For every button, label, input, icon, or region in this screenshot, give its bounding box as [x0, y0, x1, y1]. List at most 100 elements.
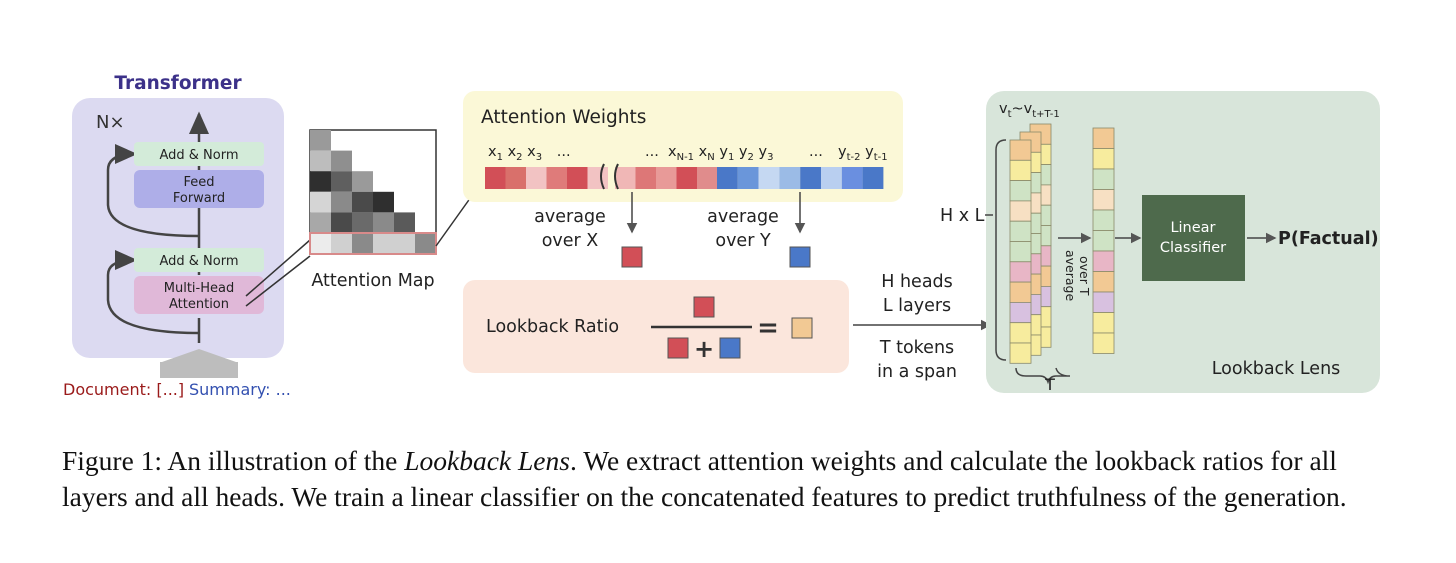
- weight-cell-x: [546, 167, 567, 189]
- add-norm-top-box: [134, 142, 264, 166]
- feature-vector-cell: [1009, 261, 1032, 283]
- avg-x-line1: average: [534, 207, 606, 227]
- y-end-token-list: yt-2 yt-1: [838, 144, 888, 164]
- averaged-feature-cell: [1092, 271, 1115, 293]
- weight-cell-x: [567, 167, 588, 189]
- weight-cell-y: [737, 167, 759, 189]
- classifier-line1: Linear: [1170, 220, 1215, 236]
- break-mark-right: [614, 163, 619, 190]
- denominator-blue-square: [719, 337, 741, 359]
- averaged-feature-cell: [1092, 189, 1115, 211]
- add-norm-top-label: Add & Norm: [159, 148, 238, 163]
- attention-map-cell: [373, 212, 394, 233]
- feature-vector-cell: [1009, 159, 1032, 182]
- attention-map-cell: [352, 233, 373, 254]
- attention-map: Attention Map: [245, 129, 482, 307]
- weight-cell-x: [505, 167, 526, 189]
- attention-map-cell: [373, 191, 394, 213]
- layers-label: L layers: [883, 296, 951, 316]
- averaged-feature-cell: [1092, 250, 1115, 272]
- avg-t-line2: over T: [1077, 256, 1092, 296]
- lookback-ratio-label: Lookback Ratio: [486, 317, 619, 337]
- classifier-line2: Classifier: [1160, 240, 1226, 256]
- attention-map-cell: [310, 212, 331, 233]
- input-summary: Summary: ...: [189, 380, 291, 399]
- averaged-feature-cell: [1092, 332, 1115, 354]
- weight-cell-y: [800, 167, 821, 189]
- feature-vector-cell: [1009, 139, 1032, 161]
- weight-cell-x-tail: [676, 167, 697, 189]
- t-brace: [1015, 367, 1071, 385]
- equals-sign: =: [757, 313, 779, 343]
- feature-dimensions: H heads L layers T tokens in a span: [853, 272, 992, 382]
- mid-dots: ...: [645, 144, 659, 160]
- numerator-square: [693, 296, 715, 318]
- feature-vector-cell: [1009, 220, 1032, 242]
- feature-vector-cell: [1009, 241, 1032, 263]
- tail-token-list: xN-1 xN y1 y2 y3: [668, 144, 773, 164]
- feature-vector-cell: [1009, 281, 1032, 303]
- weight-cell-y: [862, 167, 884, 189]
- weight-cell-y: [779, 167, 801, 189]
- input-gray-arrow-base: [160, 362, 238, 378]
- feed-forward-line2: Forward: [173, 191, 225, 206]
- linear-classifier-box: [1142, 195, 1245, 281]
- break-mark-left: [600, 163, 605, 190]
- caption-line1-rest: . We extract attention weights and calcu…: [569, 445, 1337, 476]
- averaged-feature-cell: [1092, 291, 1115, 313]
- attention-map-cell: [331, 191, 352, 213]
- weight-cell-y: [841, 167, 863, 189]
- attention-map-cell: [394, 233, 415, 254]
- plus-sign: +: [694, 335, 714, 363]
- transformer-background: [72, 98, 284, 358]
- avg-t-line1: average: [1063, 250, 1078, 301]
- hxl-bracket: [995, 139, 1007, 361]
- weight-cell-y: [758, 167, 780, 189]
- lookback-lens-name: Lookback Lens: [1212, 359, 1341, 379]
- avg-y-line2: over Y: [715, 231, 771, 251]
- attention-weights-panel: Attention Weights x1 x2 x3 ... ... xN-1 …: [463, 91, 903, 268]
- attention-map-cell: [331, 171, 352, 192]
- weight-cell-x: [587, 167, 608, 189]
- v-range-label: vt~vt+T-1: [999, 101, 1060, 120]
- figure-caption: Figure 1: An illustration of the Lookbac…: [62, 443, 1402, 515]
- span-label: in a span: [877, 362, 957, 382]
- attention-map-cell: [310, 191, 331, 213]
- heads-label: H heads: [881, 272, 953, 292]
- weight-cell-x-tail: [656, 167, 677, 189]
- averaged-feature-cell: [1092, 148, 1115, 170]
- avg-y-result-square: [789, 246, 811, 268]
- connector-line-2: [245, 255, 311, 307]
- attention-map-cell: [352, 212, 373, 233]
- tokens-label: T tokens: [879, 338, 954, 358]
- weight-cell-x: [526, 167, 547, 189]
- avg-x-line2: over X: [542, 231, 599, 251]
- y-dots: ...: [809, 144, 823, 160]
- weight-cell-x: [485, 167, 506, 189]
- avg-y-line1: average: [707, 207, 779, 227]
- attention-map-cell: [352, 191, 373, 213]
- feature-vector-cell: [1009, 322, 1032, 344]
- caption-prefix: Figure 1: An illustration of the: [62, 445, 405, 476]
- weight-cell-x-tail: [697, 167, 718, 189]
- ratio-result-square: [791, 317, 813, 339]
- mha-line1: Multi-Head: [164, 281, 234, 296]
- feature-vector-cell: [1009, 301, 1032, 324]
- denominator-red-square: [667, 337, 689, 359]
- averaged-feature-cell: [1092, 209, 1115, 231]
- residual-loop-bottom: [106, 250, 200, 335]
- feed-forward-box: [134, 170, 264, 208]
- weight-cell-y: [717, 167, 738, 189]
- feature-vector-cell: [1009, 342, 1032, 364]
- caption-line2: layers and all heads. We train a linear …: [62, 481, 1347, 512]
- x-token-list: x1 x2 x3 ...: [488, 144, 571, 164]
- attention-map-highlight-row: [309, 232, 437, 255]
- averaged-feature-cell: [1092, 127, 1115, 149]
- add-norm-bottom-box: [134, 248, 264, 272]
- averaged-feature-cell: [1092, 230, 1115, 252]
- averaged-feature-cell: [1092, 168, 1115, 190]
- t-label: T: [1044, 375, 1055, 394]
- transformer-block: Transformer N× Add & Norm Feed Forward A…: [63, 73, 291, 399]
- attention-map-cell: [310, 171, 331, 192]
- avg-x-result-square: [621, 246, 643, 268]
